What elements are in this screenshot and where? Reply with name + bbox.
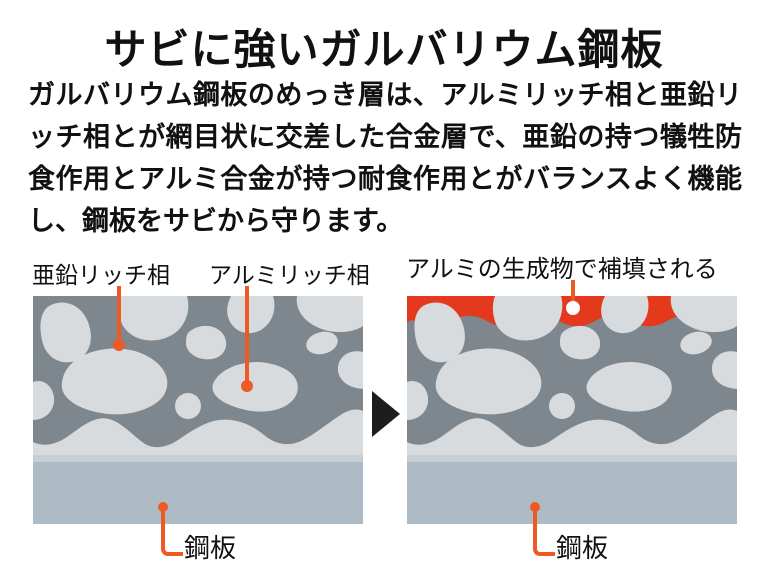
leader-dot-steel-left bbox=[158, 502, 168, 512]
description-text: ガルバリウム鋼板のめっき層は、アルミリッチ相と亜鉛リ ッチ相とが網目状に交差した… bbox=[28, 74, 742, 242]
label-steel-plate-right: 鋼板 bbox=[556, 533, 609, 563]
leader-dot-product bbox=[566, 301, 580, 315]
leader-dot-zinc bbox=[113, 339, 125, 351]
label-steel-plate-left: 鋼板 bbox=[184, 533, 237, 563]
description-line: し、鋼板をサビから守ります。 bbox=[28, 206, 404, 236]
leader-line-aluminum bbox=[245, 286, 249, 383]
steel-plate-layer bbox=[33, 462, 363, 524]
transition-arrow-icon bbox=[372, 391, 400, 437]
leader-line-steel-left bbox=[161, 510, 183, 556]
coating-diagram-after bbox=[407, 296, 737, 524]
leader-line-steel-right bbox=[533, 510, 555, 556]
description-line: 食作用とアルミ合金が持つ耐食作用とがバランスよく機能 bbox=[28, 164, 742, 194]
steel-plate-layer bbox=[407, 462, 737, 524]
page-title: サビに強いガルバリウム鋼板 bbox=[104, 26, 664, 73]
steel-plate-top-edge bbox=[33, 455, 363, 462]
leader-dot-aluminum bbox=[241, 380, 253, 392]
label-aluminum-product: アルミの生成物で補填される bbox=[406, 256, 718, 283]
coating-diagram-before bbox=[33, 296, 363, 524]
description-line: ガルバリウム鋼板のめっき層は、アルミリッチ相と亜鉛リ bbox=[28, 80, 742, 110]
leader-line-product bbox=[571, 280, 575, 306]
leader-dot-steel-right bbox=[530, 502, 540, 512]
description-line: ッチ相とが網目状に交差した合金層で、亜鉛の持つ犠牲防 bbox=[28, 122, 742, 152]
leader-line-zinc bbox=[117, 286, 121, 342]
label-aluminum-rich-phase: アルミリッチ相 bbox=[209, 262, 370, 288]
steel-plate-top-edge bbox=[407, 455, 737, 462]
label-zinc-rich-phase: 亜鉛リッチ相 bbox=[32, 262, 170, 288]
